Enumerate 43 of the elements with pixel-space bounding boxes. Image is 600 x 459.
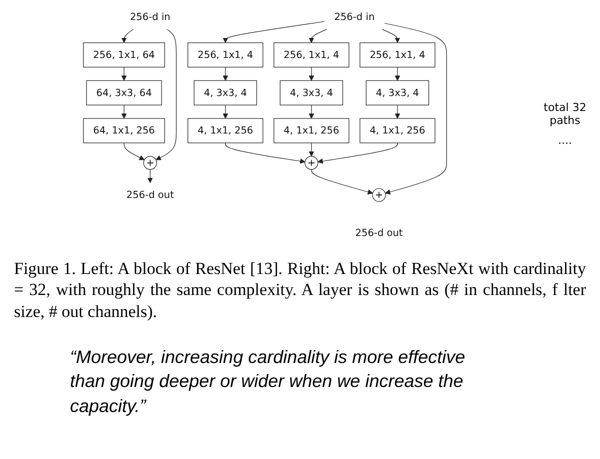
layer-box: 256, 1x1, 4: [360, 42, 436, 68]
arrow: [225, 142, 306, 164]
arrow: [382, 29, 400, 43]
arrow: [394, 104, 400, 119]
annotation-text: total 32 paths: [542, 100, 588, 126]
arrow: [318, 142, 398, 164]
arrow: [384, 22, 447, 195]
arrow: [308, 29, 327, 43]
layer-box: 256, 1x1, 4: [274, 42, 350, 68]
arrow: [394, 66, 400, 81]
arrow: [311, 169, 373, 195]
quote-text: “Moreover, increasing cardinality is more effective than going deeper or wider when we increase the capacity.”: [70, 346, 466, 418]
arrow: [124, 142, 145, 160]
arrow: [121, 29, 134, 43]
io-label: 256-d out: [126, 188, 174, 201]
io-label: 256-d in: [130, 11, 170, 23]
arrow: [222, 21, 325, 43]
layer-box: 4, 3x3, 4: [366, 80, 430, 106]
arrow: [121, 104, 127, 119]
arrow: [147, 169, 153, 184]
layer-box: 256, 1x1, 4: [188, 42, 264, 68]
arrow: [308, 142, 314, 157]
arrow: [308, 66, 314, 81]
output-label: 256-d out: [355, 226, 403, 238]
layer-box: 64, 1x1, 256: [83, 118, 165, 144]
layer-box: 4, 1x1, 256: [274, 118, 350, 144]
layer-box: 4, 1x1, 256: [188, 118, 264, 144]
figure-caption: Figure 1. Left: A block of ResNet [13]. Right: A block of ResNeXt with cardinality = 32, with roughly the same complexity. A layer is shown as (# in channels, f lter size, # out channels).: [14, 258, 586, 322]
layer-box: 256, 1x1, 64: [83, 42, 165, 68]
ellipsis-mark: ····: [558, 136, 572, 150]
arrow: [308, 104, 314, 119]
arrow: [121, 66, 127, 81]
layer-box: 4, 1x1, 256: [360, 118, 436, 144]
layer-box: 4, 3x3, 4: [194, 80, 257, 106]
sum-circle: +: [143, 156, 157, 170]
layer-box: 64, 3x3, 64: [86, 80, 162, 106]
sum-circle: +: [304, 156, 318, 170]
layer-box: 4, 3x3, 4: [280, 80, 344, 106]
arrow: [222, 104, 228, 119]
io-label: 256-d in: [334, 11, 375, 23]
arrow: [222, 66, 228, 81]
sum-circle: +: [372, 188, 386, 202]
arrow: [156, 29, 177, 160]
